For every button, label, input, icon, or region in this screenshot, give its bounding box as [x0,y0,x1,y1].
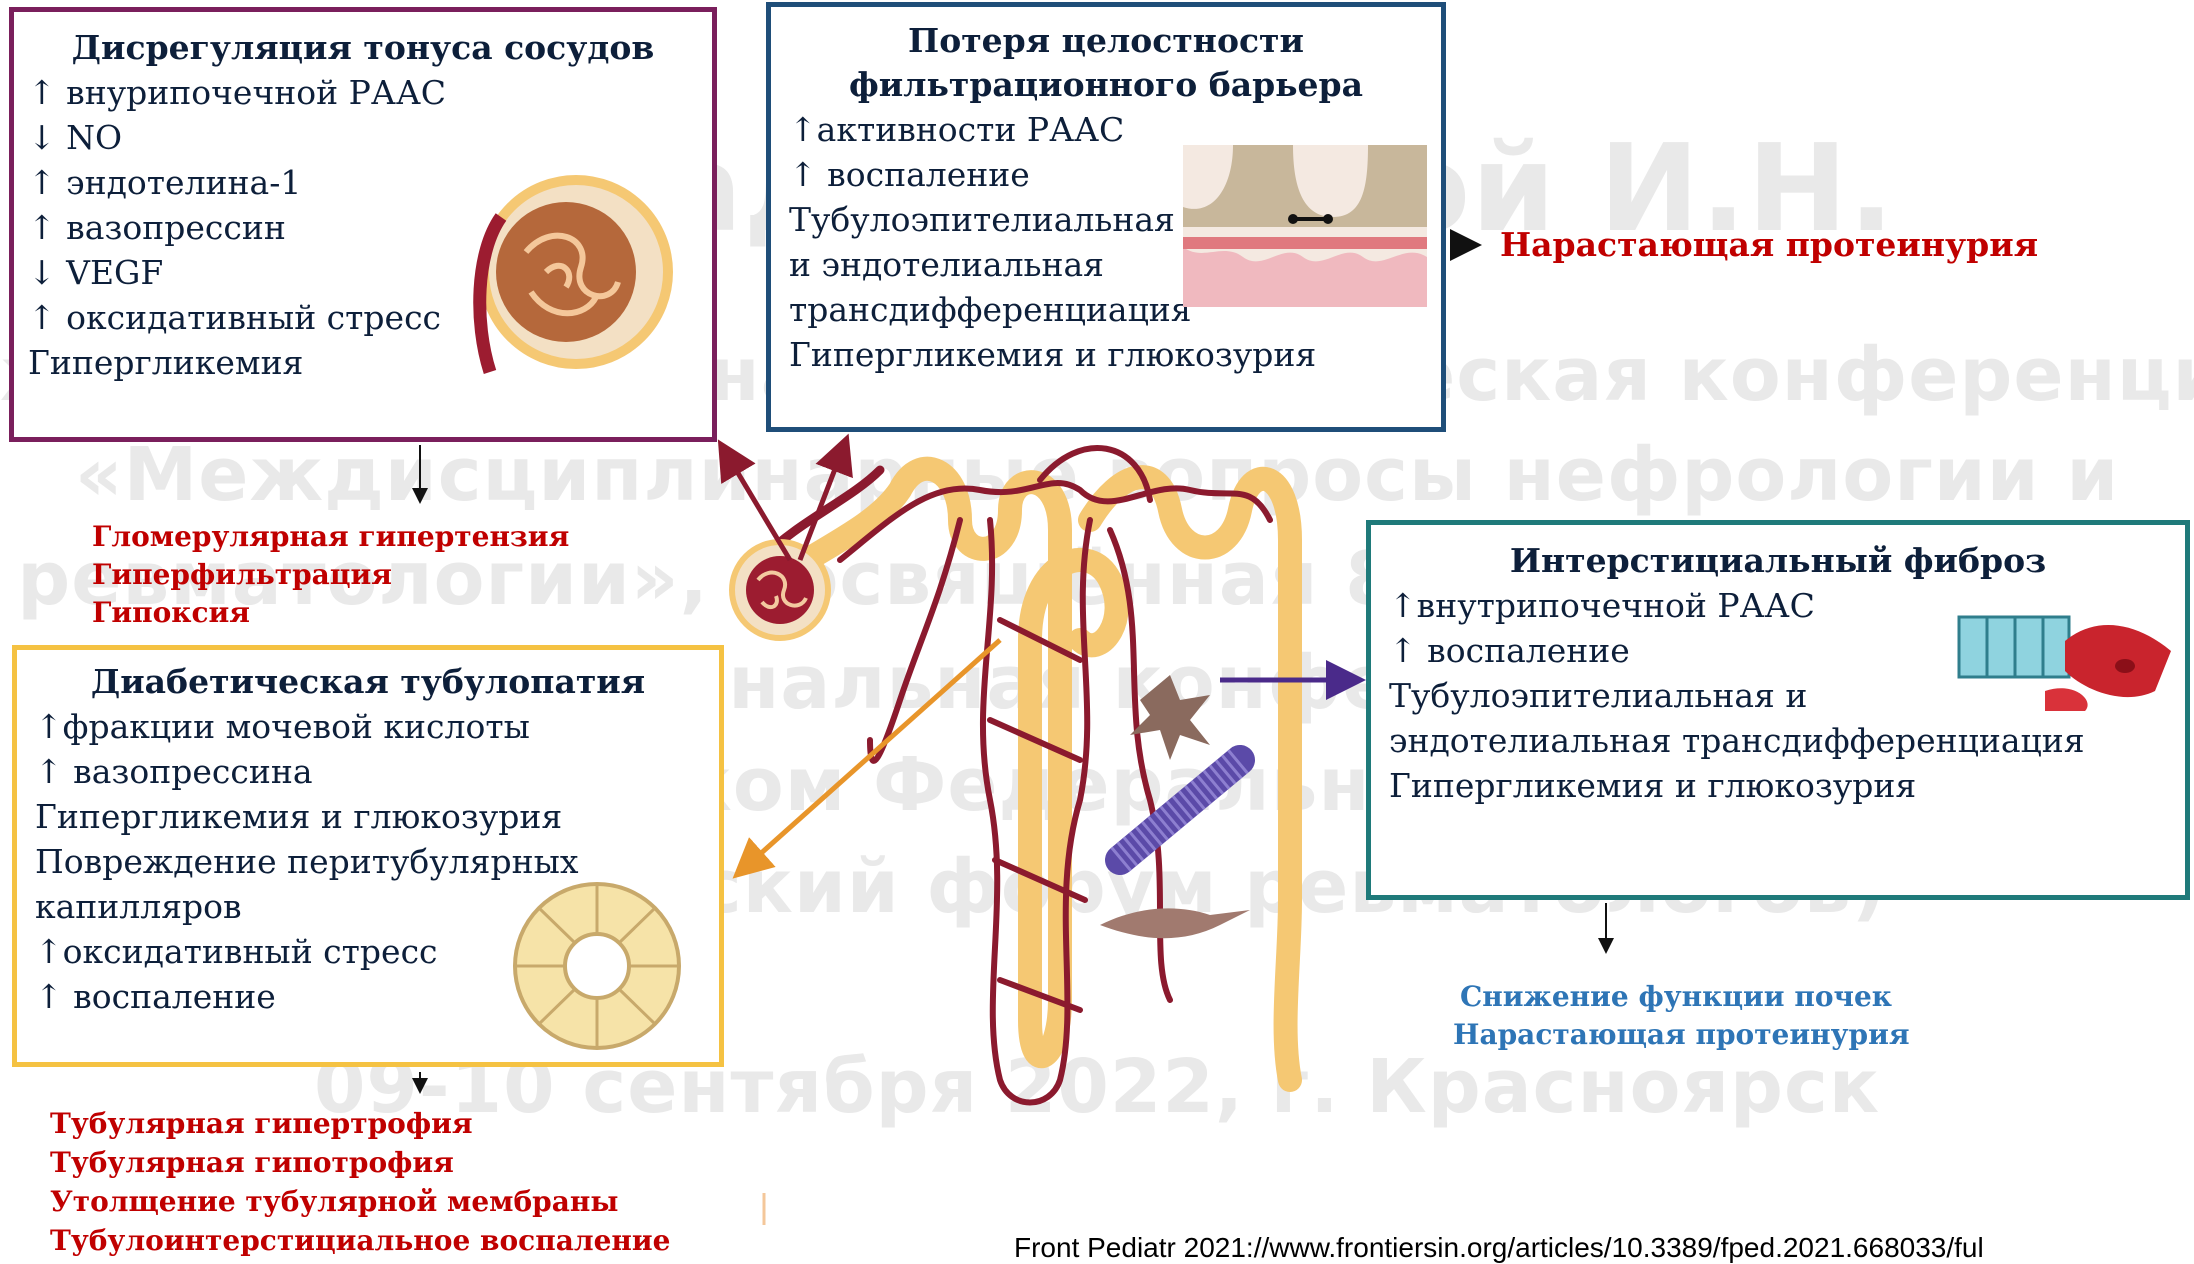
fibrosis-outcome: Снижение функции почек [1460,978,1892,1016]
glomerulus-icon [466,172,686,392]
tubulopathy-item: Гипергликемия и глюкозурия [35,794,701,839]
fibrosis-item: Гипергликемия и глюкозурия [1389,763,2167,808]
interstitial-fibrosis-box: Интерстициальный фиброз ↑внутрипочечной … [1366,520,2190,900]
barrier-box-title-1: Потеря целостности [789,19,1423,63]
fibrosis-box-title: Интерстициальный фиброз [1389,539,2167,583]
tubular-outcome: Тубулоинтерстициальное воспаление [50,1222,670,1260]
barrier-box-title-2: фильтрационного барьера [789,63,1423,107]
tubule-cross-section-icon [509,878,685,1054]
tubular-outcome: Утолщение тубулярной мембраны [50,1183,618,1221]
barrier-item: Гипергликемия и глюкозурия [789,332,1423,377]
glomerular-outcome: Гломерулярная гипертензия [92,518,569,556]
filtration-barrier-box: Потеря целостности фильтрационного барье… [766,2,1446,432]
glomerular-outcome: Гипоксия [92,594,250,632]
podocyte-icon [1183,145,1427,307]
fibrotic-tissue-icon [1955,611,2175,711]
tubulopathy-box: Диабетическая тубулопатия ↑фракции мочев… [12,645,724,1067]
source-reference: Front Pediatr 2021://www.frontiersin.org… [1014,1232,1984,1264]
vascular-box-title: Дисрегуляция тонуса сосудов [28,26,698,70]
tubulopathy-item: ↑ вазопрессина [35,749,701,794]
collagen-fiber [1120,760,1240,860]
tubular-outcome: Тубулярная гипотрофия [50,1144,454,1182]
fibrosis-item: эндотелиальная трансдифференциация [1389,718,2167,763]
vascular-item: ↓ NO [28,115,698,160]
arrow-to-tubulopathy-box [740,640,1000,872]
glomerular-outcome: Гиперфильтрация [92,556,392,594]
tubulopathy-box-title: Диабетическая тубулопатия [35,660,701,704]
fibrosis-outcome: Нарастающая протеинурия [1453,1016,1910,1054]
vascular-dysregulation-box: Дисрегуляция тонуса сосудов ↑ внурипочеч… [9,7,717,442]
fibroblast-cell [1130,675,1210,760]
myofibroblast-cell [1100,908,1250,938]
tubular-outcome: Тубулярная гипертрофия [50,1105,473,1143]
glomerulus [732,542,828,638]
vascular-item: ↑ внурипочечной РААС [28,70,698,115]
tubulopathy-item: ↑фракции мочевой кислоты [35,704,701,749]
arrow-to-vascular-box [723,448,790,560]
proteinuria-outcome: Нарастающая протеинурия [1500,224,2038,266]
